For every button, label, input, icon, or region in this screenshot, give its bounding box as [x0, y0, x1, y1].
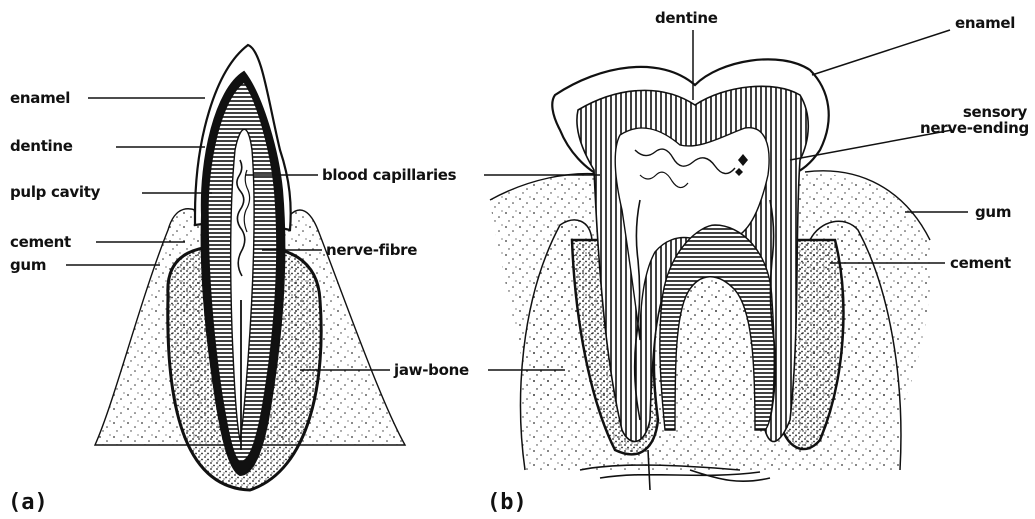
- label-sensory-b: sensory: [955, 104, 1027, 120]
- panel-label-a: (a): [8, 490, 48, 515]
- label-jaw-bone: jaw-bone: [394, 362, 469, 378]
- label-cement-a: cement: [10, 234, 71, 250]
- label-gum-a: gum: [10, 257, 46, 273]
- label-nerve-ending-b: nerve-ending: [920, 120, 1029, 136]
- molar-drawing: [490, 59, 931, 490]
- label-enamel-b: enamel: [955, 15, 1015, 31]
- panel-label-b: (b): [487, 490, 527, 515]
- label-dentine-a: dentine: [10, 138, 73, 154]
- incisor-drawing: [95, 45, 405, 490]
- label-blood-capillaries: blood capillaries: [322, 167, 456, 183]
- label-dentine-b: dentine: [655, 10, 718, 26]
- label-enamel-a: enamel: [10, 90, 70, 106]
- label-pulp-cavity-a: pulp cavity: [10, 184, 100, 200]
- label-cement-b: cement: [950, 255, 1011, 271]
- label-nerve-fibre: nerve-fibre: [326, 242, 417, 258]
- label-gum-b: gum: [975, 204, 1011, 220]
